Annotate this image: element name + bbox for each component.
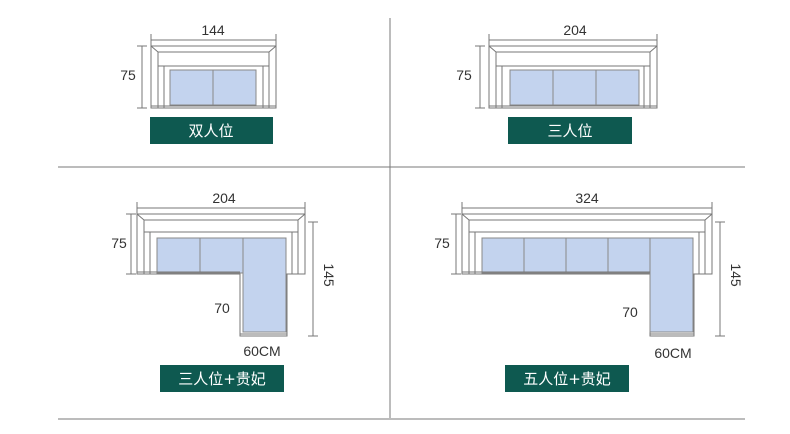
sofa-five-seat-chaise — [461, 213, 713, 337]
width-value: 204 — [563, 22, 587, 38]
height-value: 75 — [434, 235, 450, 251]
size-label: 双人位 — [150, 117, 273, 144]
width-dimension: 144 — [150, 22, 277, 46]
height-dimension: 75 — [120, 45, 147, 109]
width-dimension: 204 — [488, 22, 658, 46]
seat-cushion — [481, 237, 525, 274]
seat-cushion — [199, 237, 244, 274]
quadrant-three-seat: 204 75 三人位 — [456, 22, 658, 144]
quadrant-three-seat-chaise: 204 75 145 70 — [111, 190, 337, 392]
seat-cushion — [523, 237, 567, 274]
seat-cushion — [565, 237, 609, 274]
size-label: 三人位 — [508, 117, 632, 144]
depth-value: 145 — [321, 263, 337, 287]
seat-cushion — [212, 69, 257, 106]
depth-value: 145 — [728, 263, 744, 287]
sofa-two-seat — [150, 45, 277, 109]
depth-dimension: 145 — [715, 221, 744, 337]
height-dimension: 75 — [434, 213, 461, 275]
chaise-cushion — [649, 237, 694, 333]
size-label-text: 双人位 — [188, 122, 233, 140]
chaise-width-value: 60CM — [654, 345, 691, 361]
chaise-length-value: 70 — [622, 304, 638, 320]
width-value: 324 — [575, 190, 599, 206]
chaise-width-value: 60CM — [243, 343, 280, 359]
quadrant-loveseat: 144 75 双人位 — [120, 22, 277, 144]
height-value: 75 — [111, 235, 127, 251]
size-label-text: 三人位 — [547, 122, 592, 140]
size-label-text: 三人位+贵妃 — [178, 370, 266, 388]
seat-cushion — [169, 69, 214, 106]
width-value: 144 — [201, 22, 225, 38]
chaise-cushion — [242, 237, 287, 333]
size-label: 五人位+贵妃 — [505, 365, 629, 392]
sofa-three-seat-chaise — [136, 213, 306, 337]
width-dimension: 324 — [461, 190, 713, 214]
width-dimension: 204 — [136, 190, 306, 214]
seat-cushion — [156, 237, 201, 274]
depth-dimension: 145 — [308, 221, 337, 337]
seat-cushion — [552, 69, 597, 106]
height-dimension: 75 — [456, 45, 485, 109]
height-value: 75 — [120, 67, 136, 83]
chaise-length-value: 70 — [214, 300, 230, 316]
height-dimension: 75 — [111, 213, 136, 275]
seat-cushion — [509, 69, 554, 106]
size-label: 三人位+贵妃 — [160, 365, 284, 392]
quadrant-five-seat-chaise: 324 75 145 — [434, 190, 744, 392]
height-value: 75 — [456, 67, 472, 83]
size-label-text: 五人位+贵妃 — [523, 370, 611, 388]
grid-dividers — [58, 18, 745, 420]
seat-cushion — [595, 69, 640, 106]
sofa-three-seat — [488, 45, 658, 109]
width-value: 204 — [212, 190, 236, 206]
seat-cushion — [607, 237, 651, 274]
